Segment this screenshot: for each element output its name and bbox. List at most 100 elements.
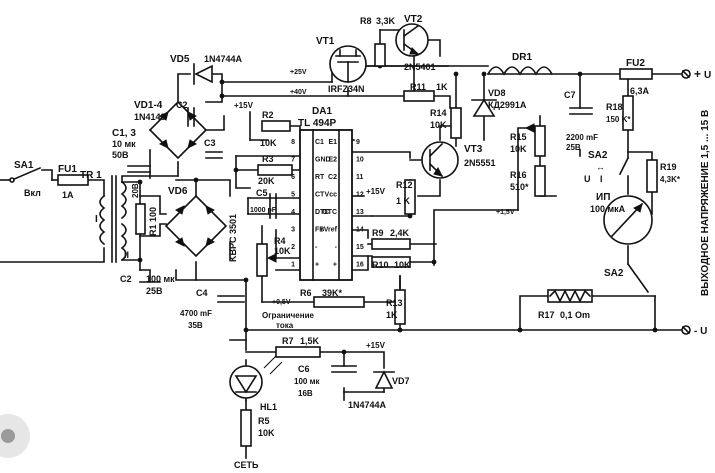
vd7-type: 1N4744A <box>348 400 387 410</box>
vt2-transistor <box>395 23 429 57</box>
ic-pin-function: Vcc <box>325 192 338 199</box>
output-minus-label: - U <box>694 326 707 337</box>
ic-pin-function: FB <box>315 227 324 234</box>
ic-pin-function: CT <box>315 192 325 199</box>
c5-capacitor <box>269 193 277 219</box>
vd1-4-bridge <box>148 100 208 160</box>
c7-capacitor <box>569 107 593 115</box>
sa2-bottom-label: SA2 <box>604 268 624 279</box>
r14-label: R14 <box>430 108 447 118</box>
sa2-i: I <box>600 174 603 184</box>
r14-value: 10K <box>430 120 447 130</box>
c2-value: 100 мк <box>146 274 175 284</box>
ic-pin-function: + <box>333 262 337 269</box>
ic-pin-function: +Vref <box>320 227 338 234</box>
ic-pin-number: 1 <box>291 262 295 269</box>
r9-label: R9 <box>372 228 384 238</box>
ic-pin-number: 9 <box>356 139 360 146</box>
limit-label-line1: Ограничение <box>262 311 314 320</box>
r17-label: R17 <box>538 310 555 320</box>
net-plus40: +40V <box>290 89 307 96</box>
r15-potentiometer <box>524 123 546 157</box>
r13-label: R13 <box>386 298 403 308</box>
c3-capacitor <box>205 151 223 159</box>
r8-label: R8 <box>360 16 372 26</box>
ic-pin-number: 2 <box>291 244 295 251</box>
r12-label: R12 <box>396 180 413 190</box>
r11-value: 1K <box>436 82 448 92</box>
net-plus15-ic: +15V <box>366 187 386 196</box>
r19-value: 4,3K* <box>660 175 681 184</box>
r4-potentiometer <box>256 243 277 277</box>
labels: SA1 Вкл FU1 1A TR 1 I II 20В R1 100 VD5 … <box>14 14 711 470</box>
ic-pin-number: 3 <box>291 227 295 234</box>
sa2-label: SA2 <box>588 150 608 161</box>
c4-capacitor <box>217 295 245 303</box>
vt3-label: VT3 <box>464 144 483 155</box>
r15-label: R15 <box>510 132 527 142</box>
r17-shunt <box>547 289 593 303</box>
fu1-value: 1A <box>62 190 74 200</box>
limit-label-line2: тока <box>276 321 294 330</box>
r16-value: 510* <box>510 182 529 192</box>
vt2-label: VT2 <box>404 14 423 25</box>
r12-resistor <box>404 179 416 215</box>
hl1-label: HL1 <box>260 402 277 412</box>
r3-resistor <box>257 164 293 176</box>
r2-label: R2 <box>262 110 274 120</box>
hl1-led <box>229 355 283 399</box>
c2-top-capacitor <box>187 107 195 127</box>
r17-value: 0,1 Om <box>560 310 590 320</box>
da1-type: TL 494P <box>298 118 336 129</box>
sa1-switch <box>9 166 42 183</box>
net-set: СЕТЬ <box>234 460 259 470</box>
r2-resistor <box>261 120 291 132</box>
fu2-label: FU2 <box>626 58 645 69</box>
c2-label: C2 <box>120 274 132 284</box>
ic-pin-function: - <box>335 244 338 251</box>
c6-label: C6 <box>298 364 310 374</box>
r10-value: 10K <box>394 260 411 270</box>
da1-label: DA1 <box>312 106 332 117</box>
r18-resistor <box>622 95 634 131</box>
r13-value: 1K <box>386 310 398 320</box>
ip-value: 100 мкА <box>590 204 626 214</box>
r6-label: R6 <box>300 288 312 298</box>
tr1-transformer <box>99 175 127 263</box>
ic-pin-function: E2 <box>328 157 337 164</box>
vd5-zener <box>193 63 213 85</box>
fu1-fuse <box>57 174 89 186</box>
output-plus-terminal <box>681 69 691 79</box>
r13-resistor <box>394 289 406 325</box>
output-plus-label: U <box>704 70 711 81</box>
r15-value: 10K <box>510 144 527 154</box>
c5-value: 1000 pF <box>250 207 277 214</box>
c7-voltage: 25В <box>566 143 581 152</box>
r12-value: 1 K <box>396 196 411 206</box>
r14-resistor <box>450 107 462 139</box>
net-plus1-5: +1,5V <box>496 209 515 216</box>
c7-value: 2200 mF <box>566 133 598 142</box>
vd5-label: VD5 <box>170 54 190 65</box>
r4-label: R4 <box>274 236 286 246</box>
ic-pin-function: E1 <box>328 139 337 146</box>
vt1-mosfet <box>329 45 367 83</box>
ic-pin-number: 10 <box>356 157 364 164</box>
ic-pin-function: + <box>315 262 319 269</box>
r1-label: R1 100 <box>148 207 158 236</box>
vd6-type: KBPC 3501 <box>228 214 238 262</box>
ic-pin-number: 14 <box>356 227 364 234</box>
r9-value: 2,4K <box>390 228 410 238</box>
tr1-winding-2: II <box>124 250 129 260</box>
r10-resistor <box>371 256 411 268</box>
r4-value: 10K <box>274 246 291 256</box>
r3-label: R3 <box>262 154 274 164</box>
r11-resistor <box>403 90 435 102</box>
tr1-winding-1: I <box>95 214 98 225</box>
c1-3-capacitor <box>127 165 151 173</box>
r18-label: R18 <box>606 102 623 112</box>
r11-label: R11 <box>410 82 426 92</box>
r5-label: R5 <box>258 416 270 426</box>
r16-resistor <box>534 165 546 197</box>
vd7-label: VD7 <box>392 376 410 386</box>
